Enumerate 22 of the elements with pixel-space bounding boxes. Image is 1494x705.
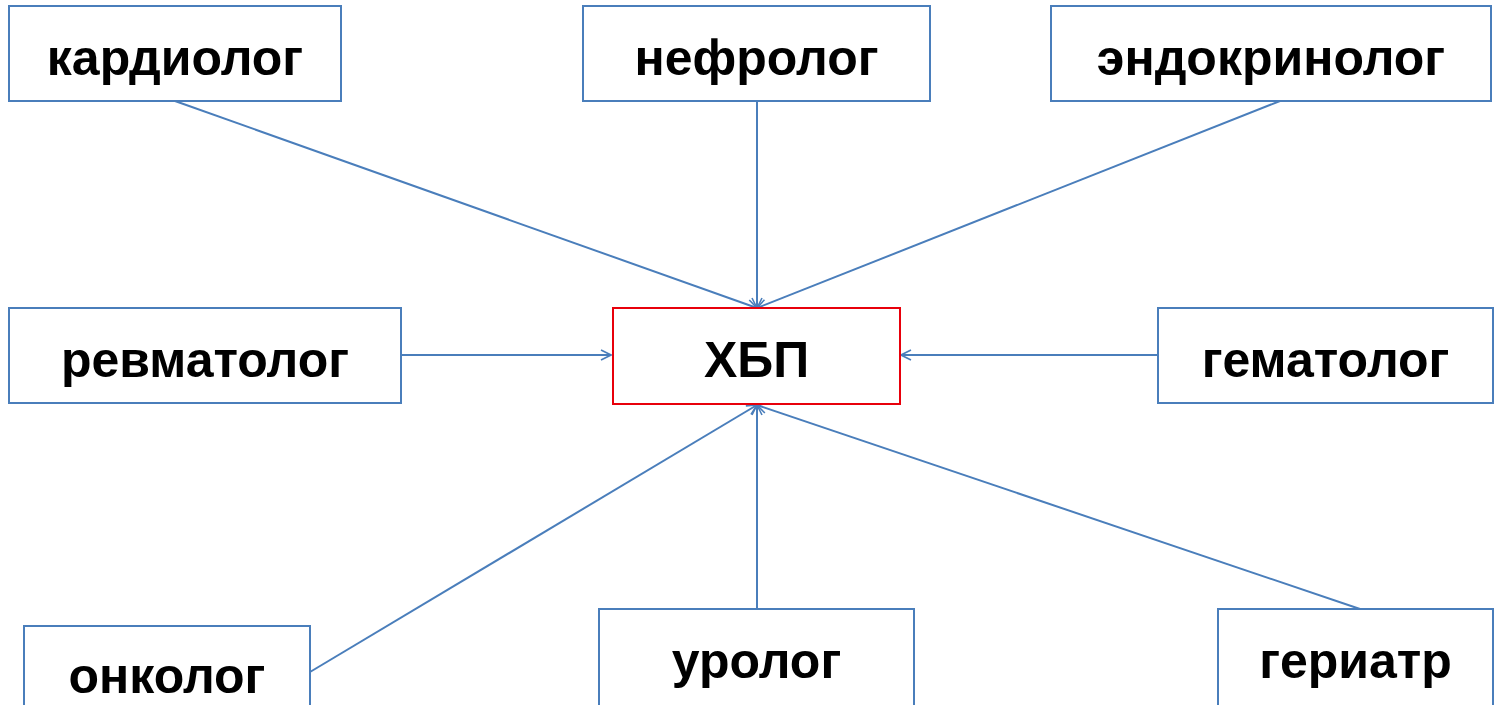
specialist-box bbox=[582, 5, 931, 102]
specialist-box bbox=[1217, 608, 1494, 705]
node-label: ревматолог bbox=[60, 331, 350, 390]
node-label: гематолог bbox=[1201, 331, 1450, 390]
node-label: ХБП bbox=[703, 331, 810, 390]
arrow bbox=[751, 404, 763, 610]
node-label: онколог bbox=[68, 647, 266, 705]
specialist-box bbox=[1050, 5, 1492, 102]
specialist-box bbox=[598, 608, 915, 705]
central-box bbox=[612, 307, 901, 405]
arrow bbox=[751, 100, 763, 309]
specialist-box bbox=[8, 5, 342, 102]
node-label: уролог bbox=[671, 632, 842, 691]
node-label: гериатр bbox=[1259, 632, 1452, 691]
node-label: эндокринолог bbox=[1096, 29, 1446, 88]
specialist-box bbox=[1157, 307, 1494, 404]
arrow bbox=[900, 349, 1159, 361]
arrow bbox=[756, 100, 1281, 310]
specialist-box bbox=[23, 625, 311, 705]
node-label: нефролог bbox=[634, 29, 879, 88]
specialist-box bbox=[8, 307, 402, 404]
node-label: кардиолог bbox=[46, 29, 304, 88]
